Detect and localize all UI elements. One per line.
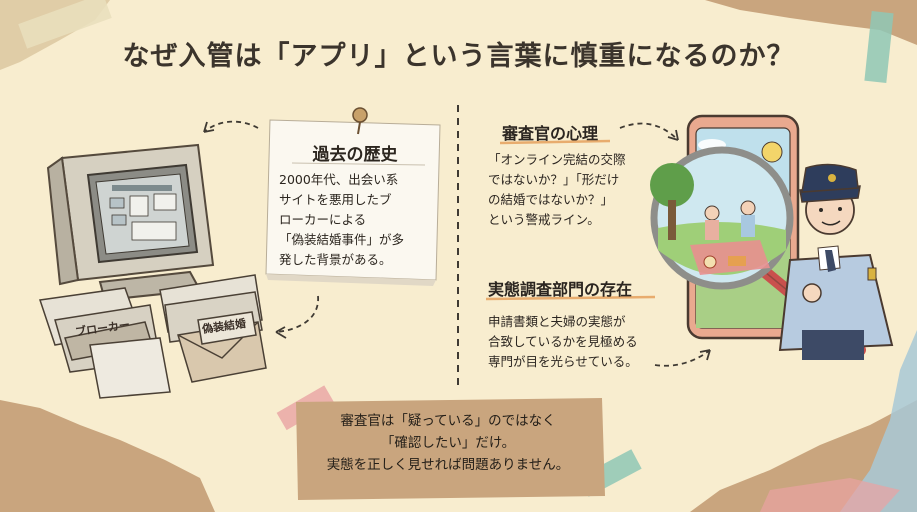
history-line: 2000年代、出会い系	[279, 172, 399, 187]
conclusion-line: 実態を正しく見せれば問題ありません。	[326, 457, 570, 473]
history-line: 発した背景がある。	[279, 252, 392, 267]
arrow-note-to-papers	[275, 295, 319, 333]
investigation-body: 申請書類と夫婦の実態が 合致しているかを見極める 専門が目を光らせている。	[488, 312, 678, 372]
history-body: 2000年代、出会い系 サイトを悪用したブ ローカーによる 「偽装結婚事件」が多…	[279, 170, 429, 270]
conclusion-text: 審査官は「疑っている」のではなく 「確認したい」だけ。 実態を正しく見せれば問題…	[293, 410, 603, 476]
arrow-examiner-to-phone	[619, 122, 679, 141]
examiner-body: 「オンライン完結の交際 ではないか？」「形だけ の結婚ではないか？」 という警戒…	[488, 150, 668, 230]
history-line: ローカーによる	[279, 212, 367, 227]
examiner-line: の結婚ではないか？」	[488, 192, 614, 207]
examiner-line: という警戒ライン。	[488, 212, 600, 227]
conclusion-line: 「確認したい」だけ。	[380, 435, 516, 451]
arrow-note-to-computer	[203, 120, 259, 133]
history-line: サイトを悪用したブ	[279, 192, 392, 207]
investigation-line: 合致しているかを見極める	[488, 334, 638, 349]
examiner-line: 「オンライン完結の交際	[488, 152, 626, 167]
pink-paper-bottom-right	[760, 478, 900, 512]
magnifying-glass-illustration	[650, 146, 866, 356]
tape-top-right	[864, 11, 894, 83]
old-computer-illustration	[46, 143, 215, 302]
arrow-investigation-to-phone	[654, 349, 711, 367]
history-note-paper	[265, 107, 441, 286]
tape-top-left	[18, 0, 112, 49]
kraft-corner-top-right	[705, 0, 917, 45]
investigation-line: 専門が目を光らせている。	[488, 354, 638, 369]
investigation-heading: 実態調査部門の存在	[488, 280, 633, 299]
document-pile-illustration	[39, 274, 267, 399]
conclusion-line: 審査官は「疑っている」のではなく	[340, 413, 556, 429]
investigation-line: 申請書類と夫婦の実態が	[488, 314, 626, 329]
officer-illustration	[778, 163, 894, 360]
examiner-line: ではないか？」「形だけ	[488, 172, 620, 187]
history-line: 「偽装結婚事件」が多	[279, 232, 405, 247]
conclusion-box	[296, 398, 605, 500]
page-title: なぜ入管は「アプリ」という言葉に慎重になるのか？	[122, 41, 795, 72]
kraft-corner-bottom-left	[0, 400, 215, 512]
history-heading: 過去の歴史	[312, 145, 398, 165]
blue-paper-bottom-right	[840, 330, 917, 512]
examiner-heading: 審査官の心理	[502, 124, 599, 143]
